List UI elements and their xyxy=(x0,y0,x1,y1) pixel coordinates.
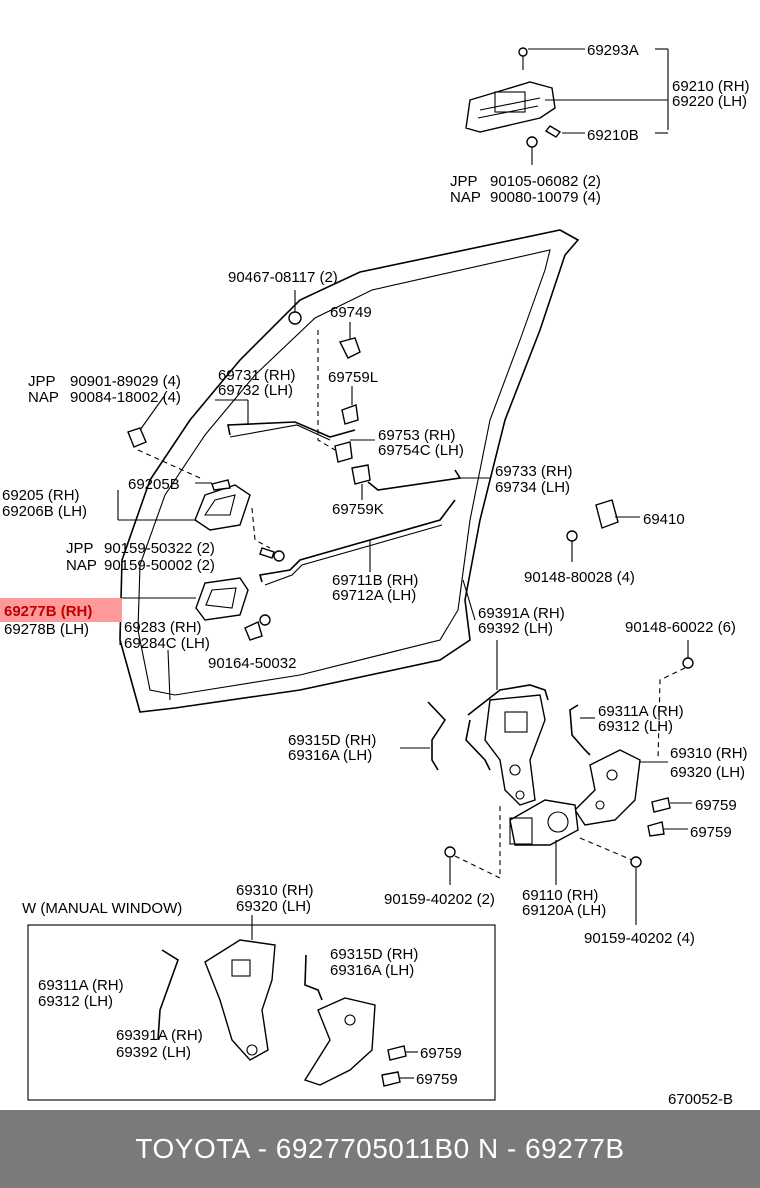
label-69316a[interactable]: 69316A (LH) xyxy=(288,747,372,764)
lock-69310 xyxy=(574,749,668,826)
screw-90148-80028 xyxy=(566,530,578,562)
clip-90467 xyxy=(288,290,302,325)
clip-69753 xyxy=(334,439,375,463)
inside-handle-69205 xyxy=(194,479,251,531)
label-90467[interactable]: 90467-08117 (2) xyxy=(228,269,338,286)
label-69278b[interactable]: 69278B (LH) xyxy=(4,621,89,638)
label-90159-50322[interactable]: 90159-50322 (2) xyxy=(104,540,215,557)
label-69759-a[interactable]: 69759 xyxy=(695,797,737,814)
manual-window-box xyxy=(27,915,496,1101)
label-w-69315d[interactable]: 69315D (RH) xyxy=(330,946,418,963)
label-jpp1: JPP xyxy=(450,173,478,190)
label-90159-40202-2[interactable]: 90159-40202 (2) xyxy=(384,891,495,908)
rod-69311a xyxy=(569,704,595,756)
label-69759k[interactable]: 69759K xyxy=(332,501,384,518)
clip-90901 xyxy=(127,394,166,448)
clip-69759k xyxy=(351,464,371,500)
label-90084[interactable]: 90084-18002 (4) xyxy=(70,389,181,406)
label-90080[interactable]: 90080-10079 (4) xyxy=(490,189,601,206)
label-69283[interactable]: 69283 (RH) xyxy=(124,619,202,636)
label-69315d[interactable]: 69315D (RH) xyxy=(288,732,376,749)
screw-90159-50322 xyxy=(259,547,285,562)
label-jpp2: JPP xyxy=(28,373,56,390)
label-69731[interactable]: 69731 (RH) xyxy=(218,367,296,384)
parts-diagram: 69293A 69210 (RH) 69220 (LH) 69210B JPP … xyxy=(0,42,750,1108)
label-69210[interactable]: 69210 (RH) xyxy=(672,78,750,95)
label-69206b[interactable]: 69206B (LH) xyxy=(2,503,87,520)
label-manual-window: W (MANUAL WINDOW) xyxy=(22,900,182,917)
lock-base-69391a xyxy=(484,694,546,806)
label-w-69391a[interactable]: 69391A (RH) xyxy=(116,1027,203,1044)
label-69311a[interactable]: 69311A (RH) xyxy=(598,703,684,720)
label-69753[interactable]: 69753 (RH) xyxy=(378,427,456,444)
label-69711b[interactable]: 69711B (RH) xyxy=(332,572,418,589)
footer-bar: TOYOTA - 6927705011B0 N - 69277B xyxy=(0,1110,760,1188)
label-69392[interactable]: 69392 (LH) xyxy=(478,620,553,637)
label-w-69310[interactable]: 69310 (RH) xyxy=(236,882,314,899)
label-90901[interactable]: 90901-89029 (4) xyxy=(70,373,181,390)
label-w-69320[interactable]: 69320 (LH) xyxy=(236,898,311,915)
label-90159-50002[interactable]: 90159-50002 (2) xyxy=(104,557,215,574)
label-69110[interactable]: 69110 (RH) xyxy=(522,887,598,904)
label-w-69759-a[interactable]: 69759 xyxy=(420,1045,462,1062)
label-nap2: NAP xyxy=(28,389,59,406)
label-69712a[interactable]: 69712A (LH) xyxy=(332,587,416,604)
leader-lines-top xyxy=(528,48,669,134)
label-90159-40202-4[interactable]: 90159-40202 (4) xyxy=(584,930,695,947)
label-69277b-highlighted[interactable]: 69277B (RH) xyxy=(4,603,92,620)
leader-lines-misc xyxy=(117,490,476,645)
label-69734[interactable]: 69734 (LH) xyxy=(495,479,570,496)
rod-69711b xyxy=(258,499,456,586)
label-nap3: NAP xyxy=(66,557,97,574)
label-w-69312[interactable]: 69312 (LH) xyxy=(38,993,113,1010)
label-69120a[interactable]: 69120A (LH) xyxy=(522,902,606,919)
label-90164[interactable]: 90164-50032 xyxy=(208,655,296,672)
highlight-box xyxy=(0,598,122,622)
bezel-69277b xyxy=(122,577,249,621)
label-w-69311a[interactable]: 69311A (RH) xyxy=(38,977,124,994)
labels: 69293A 69210 (RH) 69220 (LH) 69210B JPP … xyxy=(2,42,750,1108)
label-diagram-code: 670052-B xyxy=(668,1091,733,1108)
label-90148-80028[interactable]: 90148-80028 (4) xyxy=(524,569,635,586)
dashed-lines-mid xyxy=(137,330,336,549)
label-69284c[interactable]: 69284C (LH) xyxy=(124,635,210,652)
door-frame xyxy=(119,229,580,713)
clip-69759l xyxy=(341,386,359,425)
actuator-69110 xyxy=(509,799,579,885)
lock-cable-69391a xyxy=(465,640,549,771)
label-90148-60022[interactable]: 90148-60022 (6) xyxy=(625,619,736,636)
label-69310[interactable]: 69310 (RH) xyxy=(670,745,748,762)
label-69749[interactable]: 69749 xyxy=(330,304,372,321)
rod-69733 xyxy=(367,469,490,491)
label-69205[interactable]: 69205 (RH) xyxy=(2,487,80,504)
outside-handle xyxy=(465,47,562,165)
label-nap1: NAP xyxy=(450,189,481,206)
label-69320[interactable]: 69320 (LH) xyxy=(670,764,745,781)
rod-69315d xyxy=(400,701,447,771)
label-jpp3: JPP xyxy=(66,540,94,557)
footer-part-text: TOYOTA - 6927705011B0 N - 69277B xyxy=(135,1133,625,1164)
label-w-69759-b[interactable]: 69759 xyxy=(416,1071,458,1088)
clip-69749 xyxy=(338,322,361,359)
label-69410[interactable]: 69410 xyxy=(643,511,685,528)
label-69733[interactable]: 69733 (RH) xyxy=(495,463,573,480)
label-90105[interactable]: 90105-06082 (2) xyxy=(490,173,601,190)
label-69220[interactable]: 69220 (LH) xyxy=(672,93,747,110)
label-69732[interactable]: 69732 (LH) xyxy=(218,382,293,399)
label-w-69392[interactable]: 69392 (LH) xyxy=(116,1044,191,1061)
label-69205b[interactable]: 69205B xyxy=(128,476,180,493)
label-69391a[interactable]: 69391A (RH) xyxy=(478,605,565,622)
rod-69731 xyxy=(215,399,356,441)
label-69754c[interactable]: 69754C (LH) xyxy=(378,442,464,459)
bracket-69410 xyxy=(595,499,640,529)
label-69759l[interactable]: 69759L xyxy=(328,369,378,386)
label-69759-b[interactable]: 69759 xyxy=(690,824,732,841)
screws-right xyxy=(444,640,694,925)
cover-69283 xyxy=(244,614,271,641)
label-69312[interactable]: 69312 (LH) xyxy=(598,718,673,735)
label-69293a[interactable]: 69293A xyxy=(587,42,639,59)
label-69210b[interactable]: 69210B xyxy=(587,127,639,144)
label-w-69316a[interactable]: 69316A (LH) xyxy=(330,962,414,979)
